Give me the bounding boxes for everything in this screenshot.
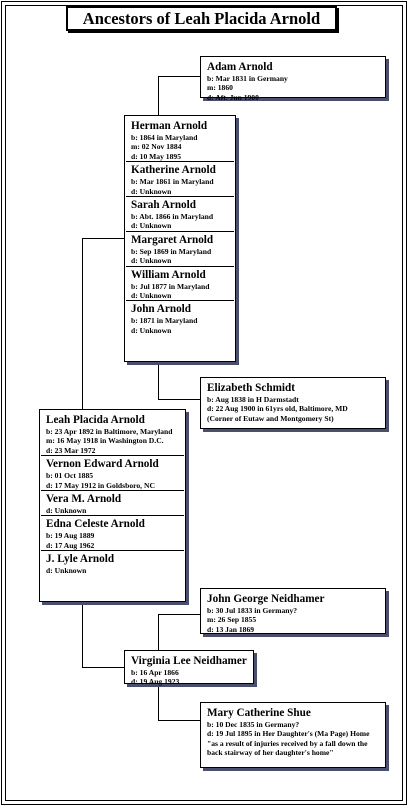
person-entry: Leah Placida Arnold b: 23 Apr 1892 in Ba… xyxy=(46,412,180,455)
birth-fact: b: Sep 1869 in Maryland xyxy=(131,246,212,256)
person-name: Herman Arnold xyxy=(131,120,208,132)
death-fact: d: 17 Aug 1962 xyxy=(46,540,95,550)
person-name: John Arnold xyxy=(131,303,192,316)
birth-fact: b: 01 Oct 1885 xyxy=(46,471,94,481)
person-box-herman-arnold-siblings[interactable]: Herman Arnold b: 1864 in Maryland m: 02 … xyxy=(124,115,236,362)
person-name: J. Lyle Arnold xyxy=(46,553,115,566)
connector-line xyxy=(158,614,200,615)
birth-fact: b: Aug 1838 in H Darmstadt xyxy=(207,395,299,404)
divider xyxy=(41,490,184,492)
connector-line xyxy=(158,399,200,400)
person-entry: Virginia Lee Neidhamer b: 16 Apr 1866 d:… xyxy=(131,653,248,687)
death-fact: d: 19 Aug 1923 xyxy=(131,677,180,687)
person-name: Margaret Arnold xyxy=(131,233,214,246)
person-entry: Elizabeth Schmidt b: Aug 1838 in H Darms… xyxy=(207,380,380,423)
person-entry: Adam Arnold b: Mar 1831 in Germany m: 18… xyxy=(207,59,380,102)
divider xyxy=(41,455,184,457)
connector-line xyxy=(82,667,124,668)
marriage-fact: m: 1860 xyxy=(207,83,233,93)
connector-line xyxy=(158,720,200,721)
marriage-fact: m: 02 Nov 1884 xyxy=(131,142,182,152)
divider xyxy=(126,161,234,163)
person-name: Leah Placida Arnold xyxy=(46,414,145,426)
divider xyxy=(41,550,184,552)
death-fact: d: 23 Mar 1972 xyxy=(46,445,96,455)
person-name: Sarah Arnold xyxy=(131,199,196,212)
person-entry: William Arnold b: Jul 1877 in Maryland d… xyxy=(131,267,230,301)
marriage-fact: m: 26 Sep 1855 xyxy=(207,615,257,625)
person-name: John George Neidhamer xyxy=(207,593,325,605)
person-name: William Arnold xyxy=(131,268,206,281)
death-fact: d: Unknown xyxy=(131,325,172,335)
death-fact: d: Unknown xyxy=(46,566,87,576)
person-box-elizabeth-schmidt[interactable]: Elizabeth Schmidt b: Aug 1838 in H Darms… xyxy=(200,377,386,429)
person-box-leah-placida-arnold-siblings[interactable]: Leah Placida Arnold b: 23 Apr 1892 in Ba… xyxy=(39,409,186,602)
death-note: (Corner of Eutaw and Montgomery St) xyxy=(207,413,334,423)
death-fact: d: Unknown xyxy=(131,221,172,231)
person-entry: Sarah Arnold b: Abt. 1866 in Maryland d:… xyxy=(131,197,230,231)
connector-line xyxy=(82,602,83,667)
person-box-virginia-lee-neidhamer[interactable]: Virginia Lee Neidhamer b: 16 Apr 1866 d:… xyxy=(124,650,254,687)
person-entry: J. Lyle Arnold d: Unknown xyxy=(46,551,180,575)
death-fact: d: Unknown xyxy=(46,506,87,516)
person-entry: Edna Celeste Arnold b: 19 Aug 1889 d: 17… xyxy=(46,516,180,550)
person-box-john-george-neidhamer[interactable]: John George Neidhamer b: 30 Jul 1833 in … xyxy=(200,588,386,634)
connector-line xyxy=(158,76,159,115)
person-name: Virginia Lee Neidhamer xyxy=(131,655,247,667)
death-fact: d: 17 May 1912 in Goldsboro, NC xyxy=(46,480,155,490)
person-entry: Vera M. Arnold d: Unknown xyxy=(46,491,180,515)
person-name: Mary Catherine Shue xyxy=(207,707,311,719)
connector-line xyxy=(158,684,159,720)
connector-line xyxy=(158,362,159,399)
person-name: Adam Arnold xyxy=(207,61,273,73)
chart-title-box: Ancestors of Leah Placida Arnold xyxy=(66,6,337,31)
person-entry: Katherine Arnold b: Mar 1861 in Maryland… xyxy=(131,162,230,196)
connector-line xyxy=(82,238,124,239)
person-entry: Mary Catherine Shue b: 10 Dec 1835 in Ge… xyxy=(207,705,380,758)
person-name: Vernon Edward Arnold xyxy=(46,458,159,471)
connector-line xyxy=(158,76,200,77)
person-entry: John Arnold b: 1871 in Maryland d: Unkno… xyxy=(131,301,230,335)
divider xyxy=(126,265,234,267)
inner-frame xyxy=(5,5,403,801)
person-entry: Margaret Arnold b: Sep 1869 in Maryland … xyxy=(131,232,230,266)
birth-fact: b: 19 Aug 1889 xyxy=(46,531,95,541)
person-name: Katherine Arnold xyxy=(131,164,216,177)
birth-fact: b: Mar 1831 in Germany xyxy=(207,74,288,83)
birth-fact: b: 1864 in Maryland xyxy=(131,133,198,142)
death-fact: d: 13 Jan 1869 xyxy=(207,624,255,634)
person-box-mary-catherine-shue[interactable]: Mary Catherine Shue b: 10 Dec 1835 in Ge… xyxy=(200,702,386,768)
connector-line xyxy=(158,614,159,650)
birth-fact: b: Abt. 1866 in Maryland xyxy=(131,212,214,222)
divider xyxy=(126,230,234,232)
person-box-adam-arnold[interactable]: Adam Arnold b: Mar 1831 in Germany m: 18… xyxy=(200,56,386,102)
death-fact: d: 10 May 1895 xyxy=(131,151,181,161)
person-name: Vera M. Arnold xyxy=(46,493,122,506)
birth-fact: b: 10 Dec 1835 in Germany? xyxy=(207,720,300,729)
birth-fact: b: 1871 in Maryland xyxy=(131,316,198,326)
death-fact: d: Unknown xyxy=(131,291,172,301)
person-name: Elizabeth Schmidt xyxy=(207,382,295,394)
birth-fact: b: 23 Apr 1892 in Baltimore, Maryland xyxy=(46,427,173,436)
person-entry: Herman Arnold b: 1864 in Maryland m: 02 … xyxy=(131,118,230,161)
person-name: Edna Celeste Arnold xyxy=(46,518,145,531)
person-entry: John George Neidhamer b: 30 Jul 1833 in … xyxy=(207,591,380,634)
death-fact: d: 22 Aug 1900 in 61yrs old, Baltimore, … xyxy=(207,404,348,414)
birth-fact: b: 30 Jul 1833 in Germany? xyxy=(207,606,298,615)
birth-fact: b: 16 Apr 1866 xyxy=(131,668,179,677)
divider xyxy=(126,196,234,198)
death-fact: d: Unknown xyxy=(131,256,172,266)
birth-fact: b: Mar 1861 in Maryland xyxy=(131,177,214,187)
marriage-fact: m: 16 May 1918 in Washington D.C. xyxy=(46,436,164,446)
connector-line xyxy=(82,238,83,409)
divider xyxy=(41,515,184,517)
death-fact: d: Unknown xyxy=(131,186,172,196)
birth-fact: b: Jul 1877 in Maryland xyxy=(131,281,210,291)
death-fact: d: 19 Jul 1895 in Her Daughter's (Ma Pag… xyxy=(207,729,370,758)
person-entry: Vernon Edward Arnold b: 01 Oct 1885 d: 1… xyxy=(46,456,180,490)
chart-title: Ancestors of Leah Placida Arnold xyxy=(82,8,321,28)
divider xyxy=(126,300,234,302)
death-fact: d: Aft. Jun 1900 xyxy=(207,92,259,102)
